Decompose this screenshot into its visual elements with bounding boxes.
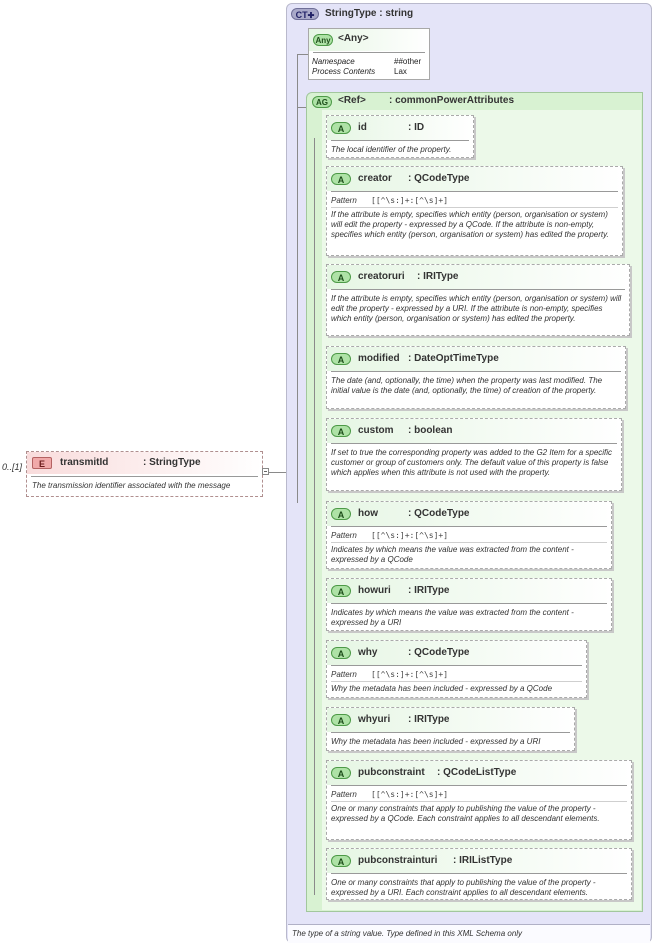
attribute-doc: One or many constraints that apply to pu…	[331, 804, 600, 823]
attribute-type: : IRIType	[408, 714, 450, 725]
attribute-name: howuri	[358, 585, 391, 596]
attribute-badge-icon: A	[331, 173, 351, 185]
attribute-name: why	[358, 647, 378, 658]
element-box[interactable]: E transmitId : StringType The transmissi…	[26, 451, 263, 497]
attribute-doc: If set to true the corresponding propert…	[331, 448, 613, 477]
attribute-badge-icon: A	[331, 855, 351, 867]
any-process-label: Process Contents	[312, 67, 376, 76]
complex-type-doc: The type of a string value. Type defined…	[292, 929, 523, 938]
attribute-name: how	[358, 508, 378, 519]
attribute-type: : boolean	[408, 425, 453, 436]
attribute-type: : IRIType	[417, 271, 459, 282]
attribute-badge-icon: A	[331, 353, 351, 365]
attribute-pattern-label: Pattern	[331, 196, 357, 205]
attribute-name: pubconstraint	[358, 767, 425, 778]
attribute-doc: Why the metadata has been included - exp…	[331, 684, 553, 693]
attribute-creatoruri[interactable]: A creatoruri : IRIType If the attribute …	[326, 264, 630, 336]
any-namespace-value: ##other	[394, 57, 422, 66]
attribute-type: : QCodeType	[408, 508, 470, 519]
attribute-name: custom	[358, 425, 394, 436]
attribute-group-ref: <Ref>	[338, 95, 366, 106]
attribute-custom[interactable]: A custom : boolean If set to true the co…	[326, 418, 622, 491]
attribute-name: id	[358, 122, 367, 133]
attribute-pattern-label: Pattern	[331, 670, 357, 679]
any-badge-icon: Any	[313, 34, 333, 46]
attribute-id[interactable]: A id : ID The local identifier of the pr…	[326, 115, 474, 158]
element-type: : StringType	[143, 457, 201, 468]
any-namespace-label: Namespace	[312, 57, 355, 66]
attribute-doc: The date (and, optionally, the time) whe…	[331, 376, 603, 395]
attribute-pubconstrainturi[interactable]: A pubconstrainturi : IRIListType One or …	[326, 848, 632, 900]
attribute-doc: The local identifier of the property.	[331, 145, 452, 154]
attribute-badge-icon: A	[331, 647, 351, 659]
any-process-value: Lax	[394, 67, 407, 76]
attribute-type: : QCodeType	[408, 173, 470, 184]
attribute-doc: One or many constraints that apply to pu…	[331, 878, 596, 897]
attribute-how[interactable]: A how : QCodeType Pattern [[^\s:]+:[^\s]…	[326, 501, 612, 569]
element-doc: The transmission identifier associated w…	[32, 481, 231, 490]
attribute-type: : DateOptTimeType	[408, 353, 499, 364]
attribute-creator[interactable]: A creator : QCodeType Pattern [[^\s:]+:[…	[326, 166, 623, 256]
attribute-pubconstraint[interactable]: A pubconstraint : QCodeListType Pattern …	[326, 760, 632, 840]
attribute-group-name: : commonPowerAttributes	[389, 95, 515, 106]
element-badge-icon: E	[32, 457, 52, 469]
attribute-name: whyuri	[358, 714, 391, 725]
any-box[interactable]: Any <Any> Namespace ##other Process Cont…	[308, 28, 430, 80]
attribute-whyuri[interactable]: A whyuri : IRIType Why the metadata has …	[326, 707, 575, 751]
element-name: transmitId	[60, 457, 109, 468]
attribute-name: pubconstrainturi	[358, 855, 438, 866]
complex-type-badge-icon: CT✚	[291, 8, 319, 20]
attribute-why[interactable]: A why : QCodeType Pattern [[^\s:]+:[^\s]…	[326, 640, 587, 698]
attribute-pattern: [[^\s:]+:[^\s]+]	[371, 670, 449, 679]
attribute-badge-icon: A	[331, 767, 351, 779]
expand-toggle-icon[interactable]	[262, 468, 269, 475]
attribute-name: creator	[358, 173, 392, 184]
attribute-badge-icon: A	[331, 122, 351, 134]
attribute-badge-icon: A	[331, 508, 351, 520]
element-occurrence: 0..[1]	[2, 462, 23, 472]
attribute-badge-icon: A	[331, 714, 351, 726]
attribute-badge-icon: A	[331, 585, 351, 597]
attribute-pattern: [[^\s:]+:[^\s]+]	[371, 790, 449, 799]
attribute-type: : IRIType	[408, 585, 450, 596]
attribute-pattern-label: Pattern	[331, 531, 357, 540]
attribute-doc: If the attribute is empty, specifies whi…	[331, 294, 622, 323]
attribute-badge-icon: A	[331, 425, 351, 437]
attribute-doc: Indicates by which means the value was e…	[331, 545, 574, 564]
attribute-name: creatoruri	[358, 271, 405, 282]
attribute-doc: If the attribute is empty, specifies whi…	[331, 210, 609, 239]
complex-type-footer: The type of a string value. Type defined…	[288, 924, 650, 943]
attribute-pattern-label: Pattern	[331, 790, 357, 799]
attribute-type: : ID	[408, 122, 425, 133]
attribute-type: : IRIListType	[453, 855, 513, 866]
attribute-type: : QCodeType	[408, 647, 470, 658]
any-title: <Any>	[338, 33, 369, 44]
attribute-modified[interactable]: A modified : DateOptTimeType The date (a…	[326, 346, 626, 409]
attribute-type: : QCodeListType	[437, 767, 517, 778]
attribute-group-badge-icon: AG	[312, 96, 332, 108]
attribute-pattern: [[^\s:]+:[^\s]+]	[371, 196, 449, 205]
complex-type-title: StringType : string	[325, 8, 414, 19]
attribute-doc: Indicates by which means the value was e…	[331, 608, 574, 627]
attribute-doc: Why the metadata has been included - exp…	[331, 737, 541, 746]
attribute-pattern: [[^\s:]+:[^\s]+]	[371, 531, 449, 540]
attribute-howuri[interactable]: A howuri : IRIType Indicates by which me…	[326, 578, 612, 631]
attribute-badge-icon: A	[331, 271, 351, 283]
attribute-name: modified	[358, 353, 400, 364]
